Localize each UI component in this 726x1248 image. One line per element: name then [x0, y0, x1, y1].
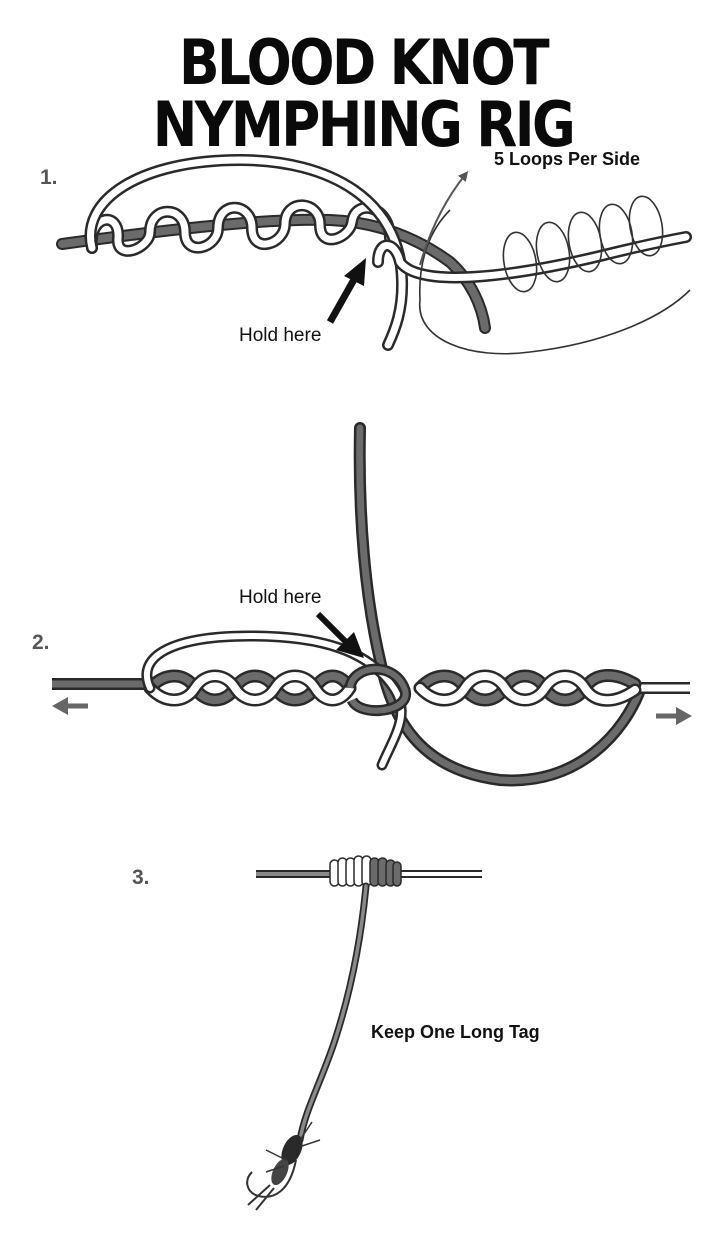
step-3-number: 3.: [132, 866, 150, 889]
step-1-illustration: [56, 153, 692, 355]
step-1-number: 1.: [40, 166, 58, 189]
step-2-illustration: [52, 422, 692, 787]
hold-arrow-icon: [326, 258, 366, 324]
step-2-hold-here-label: Hold here: [239, 587, 322, 608]
step-2-number: 2.: [32, 631, 50, 654]
nymph-fly-icon: [246, 1121, 321, 1211]
hold-arrow-icon: [315, 611, 364, 658]
step-3-illustration: [246, 855, 482, 1211]
step-3-tag-label: Keep One Long Tag: [371, 1022, 540, 1042]
pull-right-arrow-icon: [656, 707, 692, 725]
step-1-loops-label: 5 Loops Per Side: [494, 149, 641, 169]
page-title: BLOOD KNOT NYMPHING RIG: [152, 26, 576, 161]
step-1-hold-here-label: Hold here: [239, 325, 322, 346]
pull-left-arrow-icon: [52, 697, 88, 715]
